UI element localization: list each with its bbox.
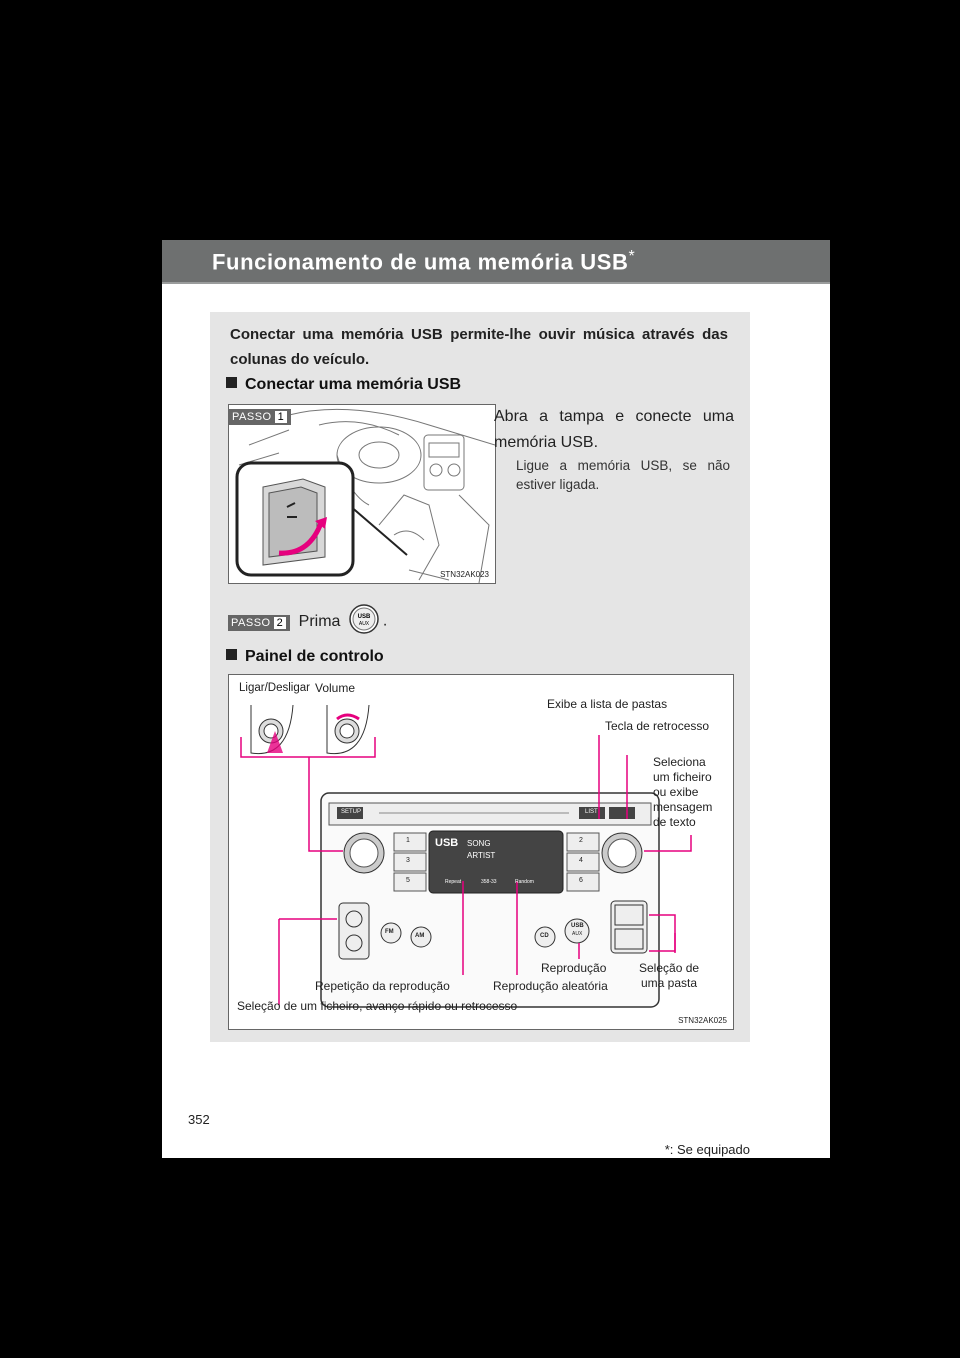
head-unit-drawing [240, 704, 692, 1008]
control-panel-illustration: Ligar/Desligar Volume Exibe a lista de p… [228, 674, 734, 1030]
square-bullet-icon [226, 377, 237, 388]
unit-fm-label: FM [385, 929, 394, 935]
preset-6: 6 [579, 877, 583, 884]
unit-list-label: LIST [585, 809, 598, 815]
label-random: Reprodução aleatória [493, 979, 608, 993]
usb-button-label: USB [358, 614, 371, 620]
content-panel: Conectar uma memória USB permite-lhe ouv… [210, 312, 750, 1042]
preset-2: 2 [579, 837, 583, 844]
page-header: Funcionamento de uma memória USB* [162, 240, 830, 284]
step1-text: Abra a tampa e conecte uma memória USB. [494, 408, 734, 451]
section-heading-connect: Conectar uma memória USB [226, 376, 461, 394]
preset-3: 3 [406, 857, 410, 864]
label-back-key: Tecla de retrocesso [605, 719, 710, 733]
display-song: SONG [467, 839, 491, 848]
page-title: Funcionamento de uma memória USB* [212, 248, 636, 275]
display-artist: ARTIST [467, 851, 496, 860]
unit-usb-label: USB [571, 923, 584, 929]
figure-code: STN32AK025 [678, 1016, 727, 1025]
preset-4: 4 [579, 857, 583, 864]
label-repeat: Repetição da reprodução [315, 979, 450, 993]
title-asterisk: * [628, 248, 636, 265]
intro-text: Conectar uma memória USB permite-lhe ouv… [230, 326, 728, 368]
section-heading-panel: Painel de controlo [226, 648, 384, 666]
label-folder-list: Exibe a lista de pastas [547, 697, 668, 711]
step1-note: Ligue a memória USB, se não estiver liga… [516, 458, 730, 492]
figure-code: STN32AK023 [440, 570, 489, 579]
display-random: Random [515, 879, 534, 885]
square-bullet-icon [226, 649, 237, 660]
unit-setup-label: SETUP [341, 809, 362, 815]
footnote: *: Se equipado [664, 1142, 750, 1157]
unit-am-label: AM [415, 933, 425, 939]
label-power: Ligar/Desligar [239, 682, 310, 694]
preset-5: 5 [406, 877, 410, 884]
step2-text: Prima [298, 612, 341, 630]
label-volume: Volume [315, 681, 356, 695]
unit-cd-label: CD [540, 933, 549, 939]
label-file-select: Seleção de um ficheiro, avanço rápido ou… [237, 999, 518, 1013]
aux-button-label: AUX [359, 621, 370, 627]
usb-aux-button-icon: USB AUX [349, 604, 379, 639]
page-number: 352 [188, 1112, 210, 1127]
unit-aux-label: AUX [572, 931, 583, 937]
display-source: USB [435, 837, 459, 849]
manual-page: Funcionamento de uma memória USB* Conect… [162, 240, 830, 1158]
label-playback: Reprodução [541, 961, 607, 975]
preset-1: 1 [406, 837, 410, 844]
display-repeat: Repeat [445, 879, 462, 885]
display-track: 358-33 [481, 879, 497, 885]
dashboard-drawing [235, 408, 495, 583]
